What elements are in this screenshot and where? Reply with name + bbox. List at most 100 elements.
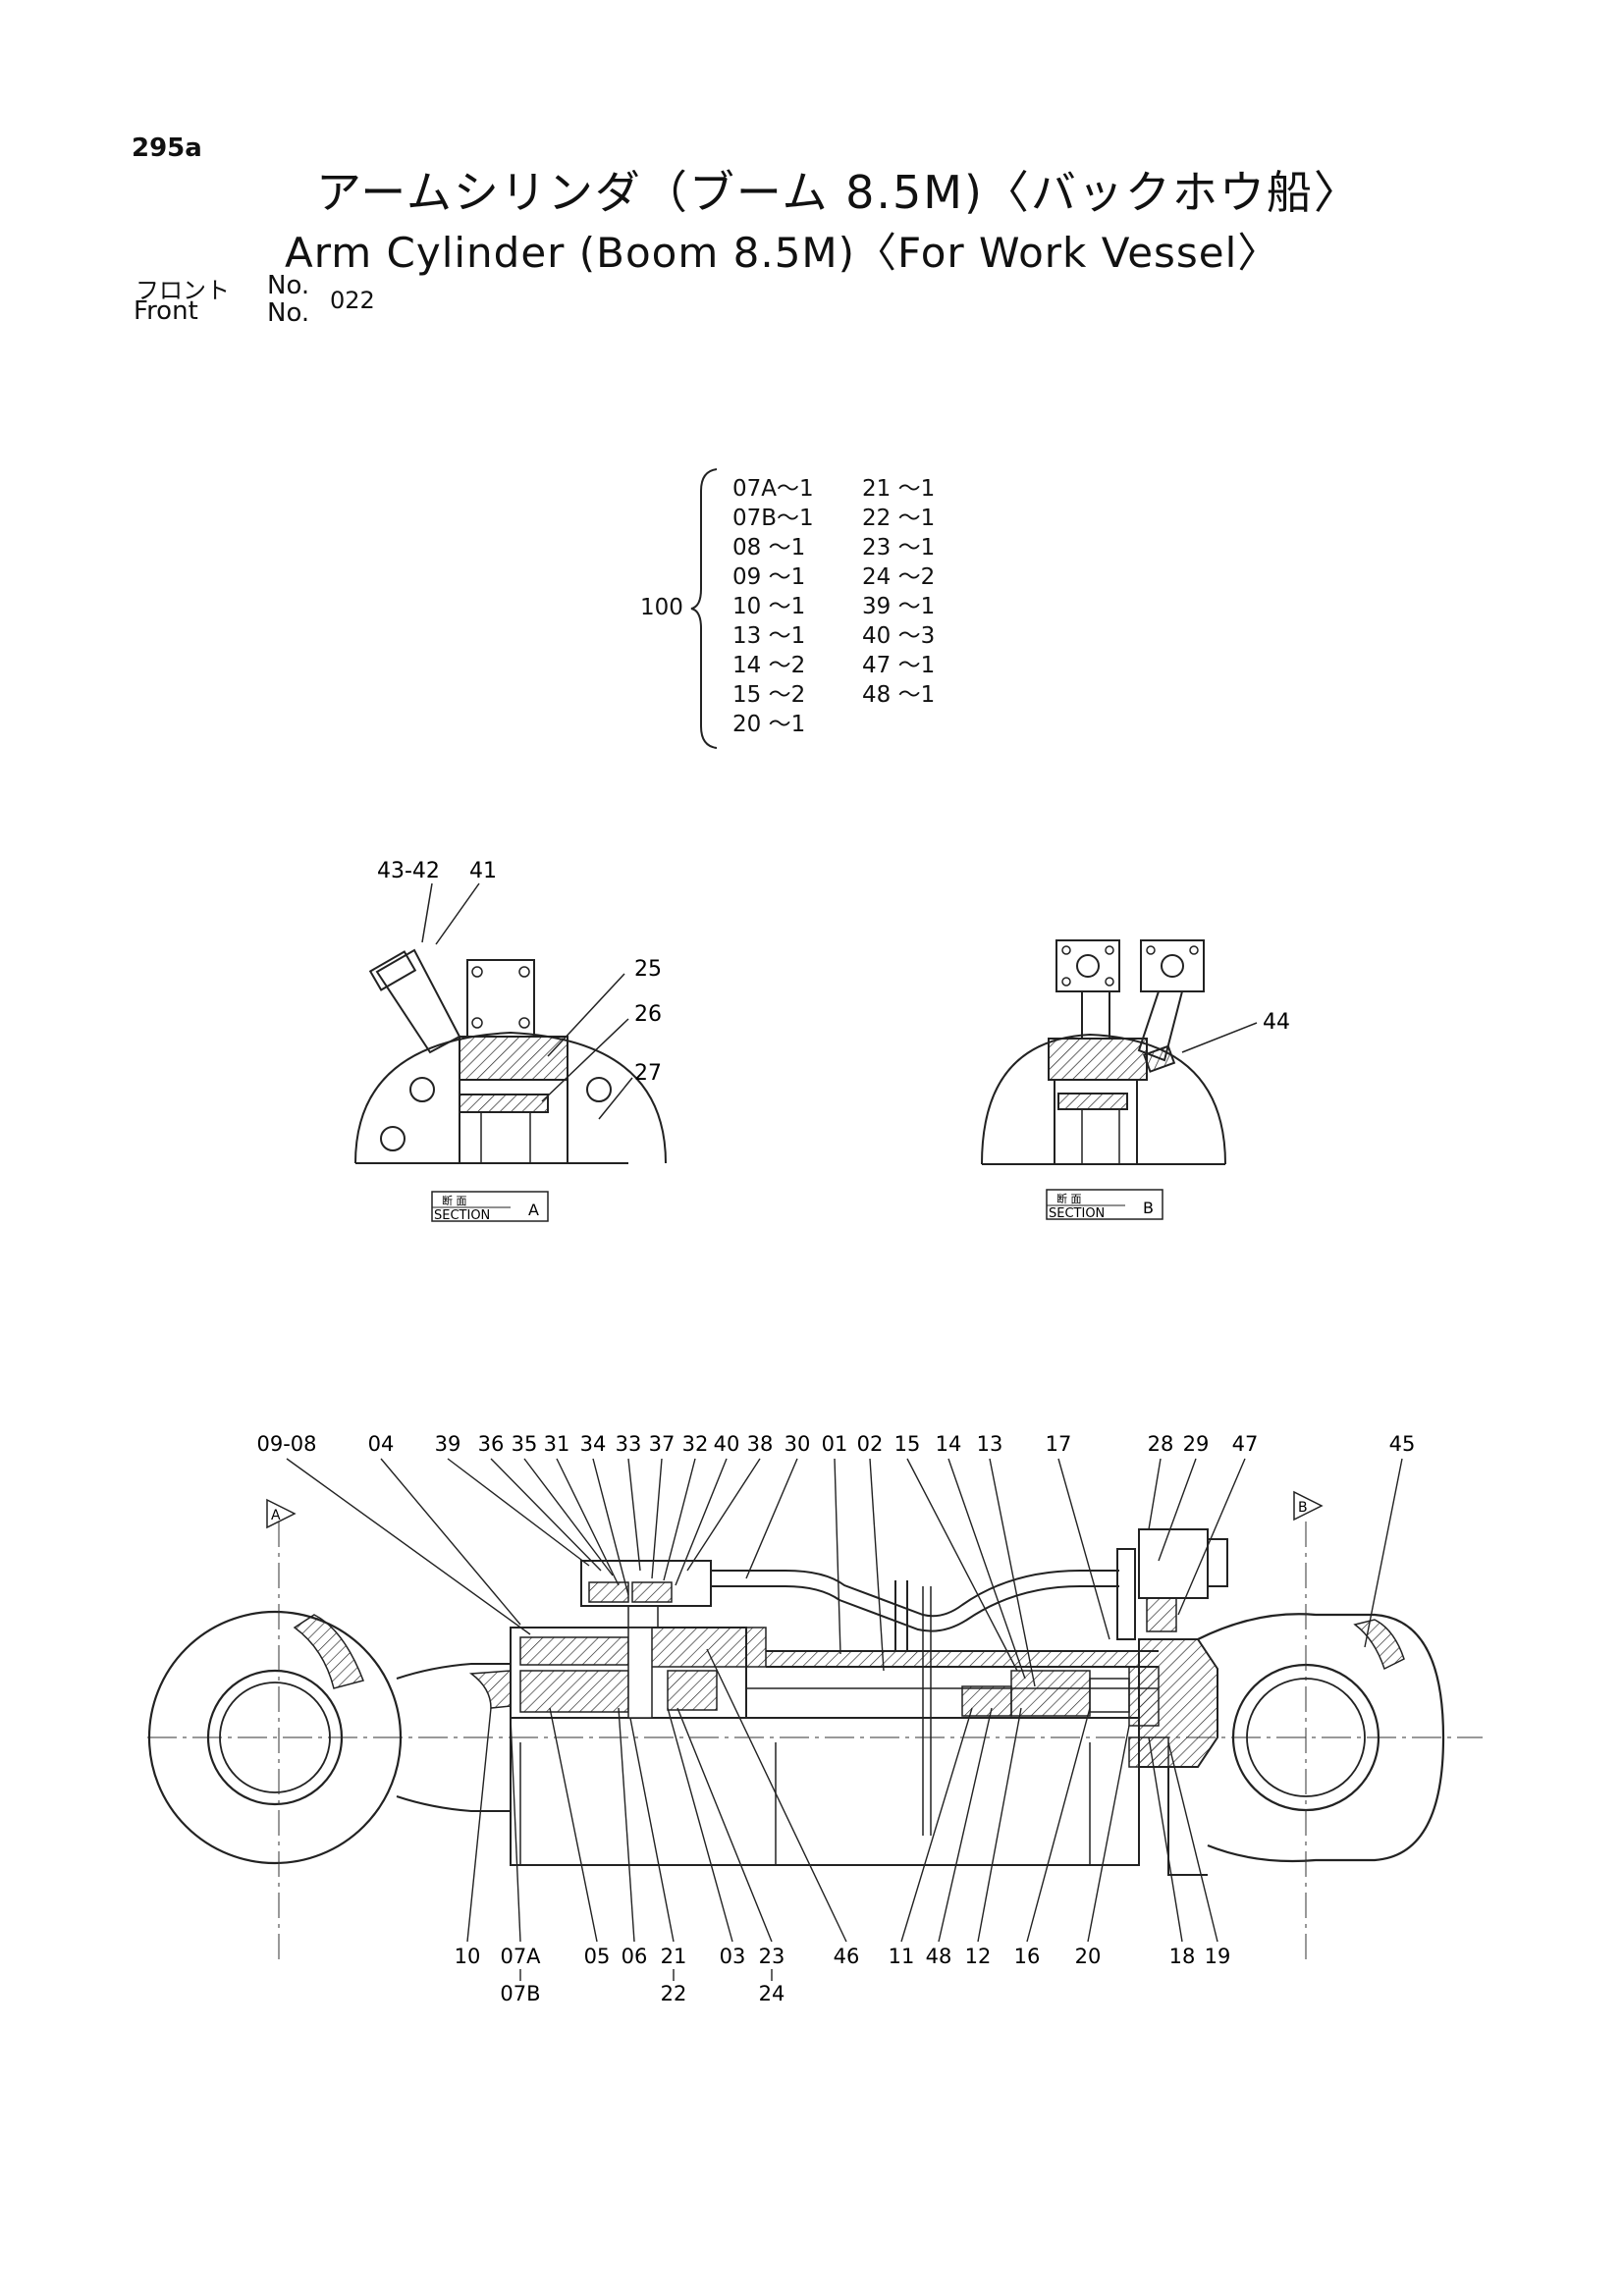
leader-line <box>556 1458 620 1586</box>
kit-item: 13 ～1 <box>732 623 806 649</box>
section-b-caption-jp: 断 面 <box>1056 1192 1082 1205</box>
kit-item: 20 ～1 <box>732 712 806 737</box>
kit-number: 100 <box>640 595 683 620</box>
section-b-label-44: 44 <box>1263 1010 1290 1035</box>
leader-line <box>1087 1725 1130 1943</box>
part-callout-top: 33 <box>616 1432 642 1456</box>
part-callout-bottom: 19 <box>1205 1945 1231 1968</box>
leader-line <box>1167 1741 1218 1943</box>
part-callout-top: 45 <box>1389 1432 1416 1456</box>
section-a-label-27: 27 <box>634 1061 662 1086</box>
part-callout-bottom: 18 <box>1169 1945 1196 1968</box>
title-english: Arm Cylinder (Boom 8.5M)〈For Work Vessel… <box>285 229 1280 277</box>
front-label-japanese: フロント <box>135 277 230 304</box>
leader-line <box>1158 1458 1197 1562</box>
leader-line <box>523 1458 614 1576</box>
section-a-label-26: 26 <box>634 1002 662 1027</box>
part-callout-top: 14 <box>936 1432 962 1456</box>
kit-item: 39 ～1 <box>862 594 936 619</box>
leader-line <box>667 1707 733 1943</box>
part-callout-bottom: 10 <box>455 1945 481 1968</box>
part-callout-sub: 24 <box>759 1982 785 2005</box>
leader-line <box>1057 1458 1110 1640</box>
leader-line <box>869 1458 885 1672</box>
leader-line <box>977 1707 1022 1943</box>
leader-line <box>706 1648 847 1943</box>
part-callout-top: 47 <box>1232 1432 1259 1456</box>
leader-line <box>663 1458 696 1581</box>
leader-line <box>490 1458 602 1572</box>
kit-item: 07A～1 <box>732 476 814 502</box>
leader-line <box>686 1458 761 1572</box>
part-callout-top: 13 <box>977 1432 1003 1456</box>
leader-line <box>1177 1458 1246 1616</box>
leader-line <box>675 1458 728 1586</box>
leader-line <box>447 1458 590 1567</box>
part-callout-bottom: 07A <box>500 1945 541 1968</box>
leader-line <box>510 1717 521 1943</box>
kit-item: 23 ～1 <box>862 535 936 561</box>
part-callout-top: 30 <box>784 1432 811 1456</box>
kit-item: 07B～1 <box>732 506 814 531</box>
part-callout-bottom: 03 <box>720 1945 746 1968</box>
part-callout-top: 34 <box>580 1432 607 1456</box>
part-callout-top: 15 <box>894 1432 921 1456</box>
kit-item: 48 ～1 <box>862 682 936 708</box>
part-callout-top: 38 <box>747 1432 774 1456</box>
part-callout-top: 32 <box>682 1432 709 1456</box>
leader-line <box>618 1707 635 1943</box>
part-callout-bottom: 20 <box>1075 1945 1102 1968</box>
leader-line <box>745 1458 798 1579</box>
leader-line <box>938 1707 993 1943</box>
leader-line <box>989 1458 1036 1687</box>
part-callout-top: 17 <box>1046 1432 1072 1456</box>
leader-line <box>834 1458 841 1655</box>
section-a-caption-en: SECTION <box>434 1208 490 1223</box>
part-callout-top: 01 <box>822 1432 848 1456</box>
part-callout-bottom: 12 <box>965 1945 992 1968</box>
page-number: 295a <box>132 133 202 163</box>
kit-item: 14 ～2 <box>732 653 806 678</box>
part-callout-top: 35 <box>512 1432 538 1456</box>
kit-item: 09 ～1 <box>732 564 806 590</box>
part-callout-bottom: 05 <box>584 1945 611 1968</box>
section-a-label-25: 25 <box>634 957 662 982</box>
part-callout-sub: 22 <box>661 1982 687 2005</box>
part-callout-top: 37 <box>649 1432 676 1456</box>
front-label-english: Front <box>134 296 198 326</box>
no-label-japanese: No. <box>267 271 310 300</box>
part-callout-top: 28 <box>1148 1432 1174 1456</box>
leader-line <box>592 1458 629 1596</box>
section-a-label-43-42: 43-42 <box>377 859 440 883</box>
kit-item: 47 ～1 <box>862 653 936 678</box>
kit-item: 15 ～2 <box>732 682 806 708</box>
section-a-drawing: 43-42 41 25 26 27 断 面 SECTION A <box>354 859 667 1223</box>
section-a-caption-jp: 断 面 <box>442 1194 467 1207</box>
part-callout-top: 04 <box>368 1432 395 1456</box>
kit-item: 40 ～3 <box>862 623 936 649</box>
main-marker-b: B <box>1298 1500 1308 1516</box>
part-callout-bottom: 16 <box>1014 1945 1041 1968</box>
part-callout-bottom: 23 <box>759 1945 785 1968</box>
part-callout-top: 09-08 <box>256 1432 316 1456</box>
leader-line <box>676 1707 773 1943</box>
section-a-label-41: 41 <box>469 859 497 883</box>
leader-line <box>1148 1736 1183 1943</box>
section-b-caption-en: SECTION <box>1049 1206 1105 1221</box>
kit-item: 21 ～1 <box>862 476 936 502</box>
part-callout-bottom: 48 <box>926 1945 952 1968</box>
leader-line <box>651 1458 663 1579</box>
leader-line <box>947 1458 1026 1680</box>
leader-line <box>549 1707 598 1943</box>
leader-line <box>1026 1707 1091 1943</box>
part-callout-bottom: 11 <box>889 1945 915 1968</box>
section-a-letter: A <box>528 1201 539 1219</box>
part-callout-bottom: 21 <box>661 1945 687 1968</box>
part-callout-top: 31 <box>544 1432 570 1456</box>
leader-line <box>906 1458 1018 1672</box>
leader-line <box>900 1707 973 1943</box>
main-marker-a: A <box>271 1508 281 1523</box>
